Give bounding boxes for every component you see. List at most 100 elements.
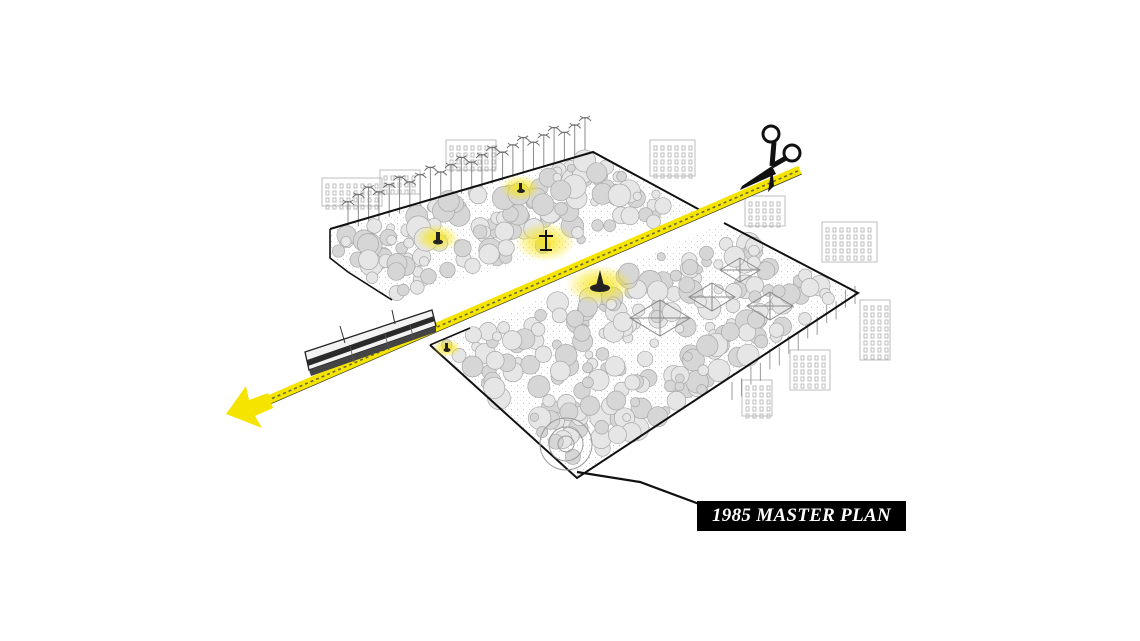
label-leader-line [577, 472, 710, 508]
building-window [854, 235, 857, 239]
tree-canopy [495, 222, 514, 241]
tree-canopy [419, 257, 429, 267]
building-window [864, 306, 867, 310]
building-window [871, 348, 874, 352]
building-window [760, 386, 763, 390]
building-window [326, 184, 329, 188]
building-window [861, 228, 864, 232]
building-window [854, 242, 857, 246]
building-window [654, 153, 657, 157]
tree-canopy [748, 311, 765, 328]
building-window [777, 209, 780, 213]
building-window [885, 313, 888, 317]
building-window [333, 184, 336, 188]
tree-canopy [440, 262, 455, 277]
tree-canopy [537, 427, 548, 438]
building-window [826, 228, 829, 232]
building-window [826, 256, 829, 260]
tree-canopy [469, 186, 486, 203]
building-window [450, 153, 453, 157]
building-window [760, 407, 763, 411]
building-window [654, 167, 657, 171]
building-window [801, 356, 804, 360]
building-window [826, 235, 829, 239]
building-window [777, 202, 780, 206]
building-window [815, 356, 818, 360]
building-window [794, 377, 797, 381]
building-window [471, 153, 474, 157]
tree-canopy [502, 331, 521, 350]
building-window [756, 202, 759, 206]
building-window [871, 313, 874, 317]
building-window [770, 216, 773, 220]
tree-canopy [638, 351, 653, 366]
building-window [868, 249, 871, 253]
building-window [326, 191, 329, 195]
building-window [864, 355, 867, 359]
tree-canopy [498, 240, 514, 256]
tree-canopy [493, 332, 502, 341]
building-window [478, 160, 481, 164]
tree-canopy [755, 335, 768, 348]
building-window [668, 146, 671, 150]
tree-canopy [621, 207, 639, 225]
tree-canopy [404, 238, 414, 248]
tree-canopy [592, 220, 604, 232]
building-window [770, 209, 773, 213]
building-window [354, 198, 357, 202]
tree-canopy [613, 312, 632, 331]
tree-canopy [359, 250, 379, 270]
tree-canopy [332, 245, 344, 257]
building-window [854, 228, 857, 232]
tree-canopy [608, 184, 631, 207]
tree-canopy [822, 292, 834, 304]
building-window [847, 235, 850, 239]
building-window [767, 386, 770, 390]
building-window [333, 198, 336, 202]
building-window [822, 384, 825, 388]
tree-canopy [631, 398, 640, 407]
building-window [871, 306, 874, 310]
tree-canopy [595, 420, 609, 434]
tree-canopy [462, 356, 483, 377]
building-window [668, 160, 671, 164]
building-window [847, 242, 850, 246]
tree-canopy [801, 278, 819, 296]
building-window [794, 384, 797, 388]
building-window [391, 176, 394, 180]
building-window [885, 334, 888, 338]
tram-icon [305, 310, 436, 376]
building-window [450, 160, 453, 164]
tree-canopy [473, 225, 487, 239]
building-window [485, 160, 488, 164]
building-window [868, 242, 871, 246]
building-window [861, 249, 864, 253]
tree-canopy [737, 344, 759, 366]
tree-canopy [535, 346, 551, 362]
building-window [822, 356, 825, 360]
tree-canopy [465, 258, 480, 273]
tree-canopy [625, 375, 640, 390]
building-window [746, 393, 749, 397]
building-window [777, 216, 780, 220]
building-window [847, 249, 850, 253]
tree-canopy [341, 236, 351, 246]
building-window [808, 370, 811, 374]
building-window [815, 363, 818, 367]
tree-canopy [535, 309, 547, 321]
tree-canopy [697, 335, 718, 356]
building-window [361, 198, 364, 202]
building-window [885, 306, 888, 310]
building-window [822, 377, 825, 381]
tree-canopy [528, 376, 550, 398]
tree-canopy [366, 272, 378, 284]
building-window [391, 190, 394, 194]
tree-canopy [583, 363, 593, 373]
building-window [767, 400, 770, 404]
building-window [840, 256, 843, 260]
tree-canopy [633, 192, 641, 200]
building-window [340, 191, 343, 195]
tree-canopy [609, 426, 627, 444]
building-window [801, 363, 804, 367]
